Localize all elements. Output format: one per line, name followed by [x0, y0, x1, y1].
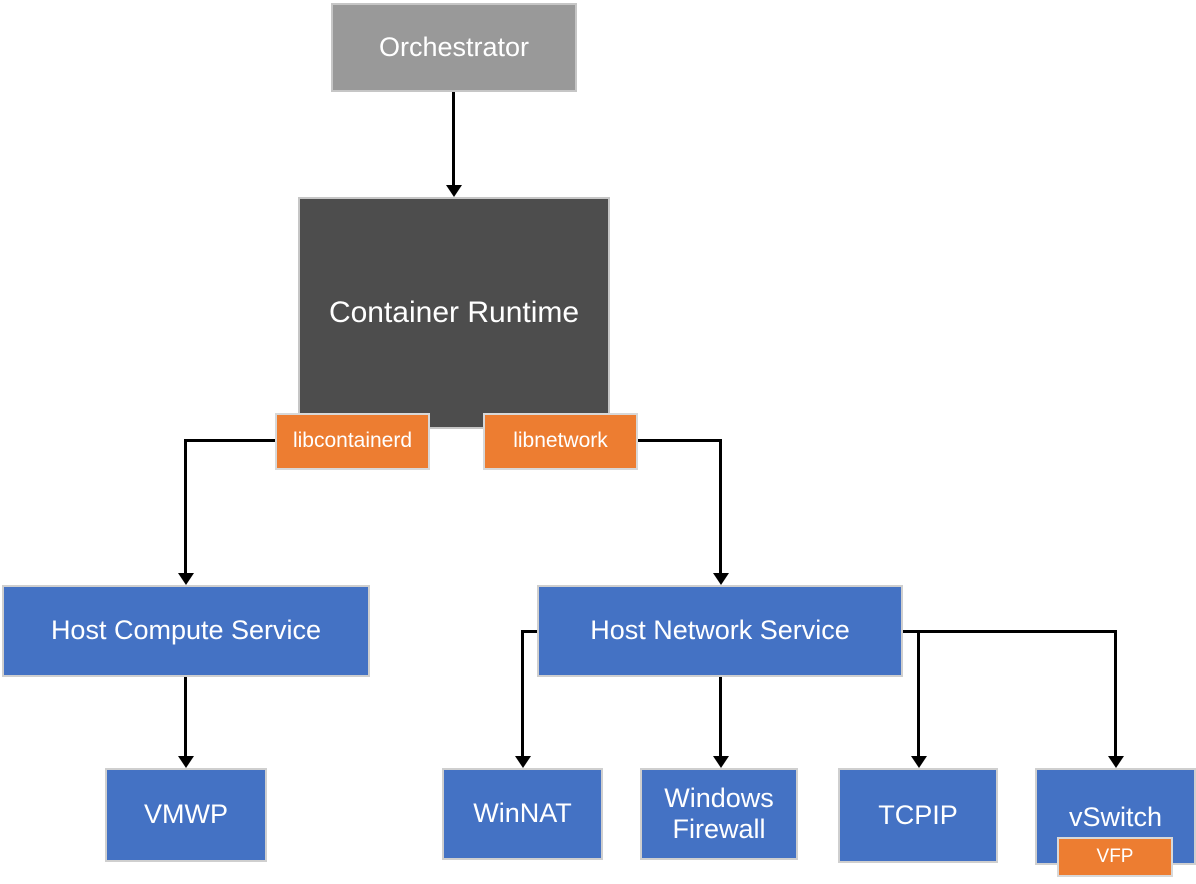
edge-libcontainerd-v — [184, 439, 187, 574]
arrowhead-winnat — [515, 756, 531, 768]
edge-libnetwork-h — [638, 439, 722, 442]
windows-firewall-label: Windows Firewall — [664, 782, 774, 844]
orchestrator-node: Orchestrator — [331, 3, 577, 92]
arrowhead-vswitch — [1108, 756, 1124, 768]
tcpip-node: TCPIP — [838, 768, 998, 863]
container-runtime-node: Container Runtime — [298, 197, 610, 429]
edge-libnetwork-v — [719, 439, 722, 574]
winnat-label: WinNAT — [473, 798, 572, 829]
arrowhead-vmwp — [178, 756, 194, 768]
tcpip-label: TCPIP — [878, 799, 958, 830]
windows-firewall-node: Windows Firewall — [640, 768, 798, 860]
host-network-service-node: Host Network Service — [537, 585, 903, 677]
arrowhead-windows-firewall — [713, 756, 729, 768]
edge-hns-winnat-v — [521, 630, 524, 757]
libcontainerd-node: libcontainerd — [275, 413, 430, 470]
edge-hns-vswitch-v — [1114, 630, 1117, 757]
edge-hcs-to-vmwp — [184, 677, 187, 757]
edge-hns-right-h — [903, 630, 1117, 633]
vswitch-label: vSwitch — [1068, 802, 1163, 832]
container-runtime-label: Container Runtime — [328, 295, 580, 329]
arrowhead-tcpip — [911, 756, 927, 768]
edge-hns-winnat-h — [521, 630, 537, 633]
winnat-node: WinNAT — [442, 768, 603, 860]
libnetwork-label: libnetwork — [513, 429, 608, 453]
libcontainerd-label: libcontainerd — [292, 429, 413, 453]
vmwp-node: VMWP — [105, 768, 267, 862]
edge-libcontainerd-h — [184, 439, 275, 442]
vmwp-label: VMWP — [144, 799, 228, 830]
vfp-label: VFP — [1096, 846, 1134, 868]
vfp-node: VFP — [1057, 837, 1173, 877]
edge-hns-tcpip-v — [917, 630, 920, 757]
host-compute-service-label: Host Compute Service — [50, 615, 322, 646]
arrowhead-host-compute-service — [178, 573, 194, 585]
orchestrator-label: Orchestrator — [378, 31, 530, 62]
arrowhead-host-network-service — [713, 573, 729, 585]
libnetwork-node: libnetwork — [483, 413, 638, 470]
host-network-service-label: Host Network Service — [590, 615, 850, 646]
arrowhead-container-runtime — [446, 185, 462, 197]
host-compute-service-node: Host Compute Service — [2, 585, 370, 677]
edge-hns-to-windows-firewall — [719, 677, 722, 757]
edge-orchestrator-to-container-runtime — [452, 92, 455, 186]
